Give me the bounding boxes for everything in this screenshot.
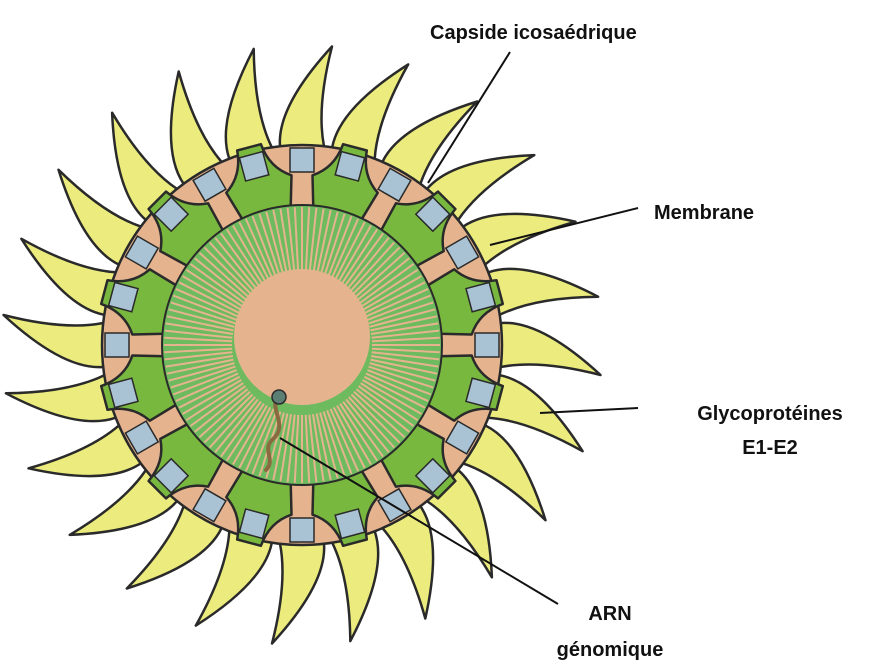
glycoprotein-spike [272, 544, 324, 644]
membrane-label: Membrane [654, 202, 754, 224]
protein-box [109, 378, 138, 407]
arn-label-line2: génomique [557, 639, 664, 661]
glycoprotein-spike [4, 315, 104, 367]
glycoprotein-spike [226, 49, 272, 159]
arn-label-line1: ARN [588, 603, 631, 625]
protein-box [109, 282, 138, 311]
capsid-core [162, 205, 442, 485]
glycoprotein-spike [280, 47, 332, 147]
protein-box [290, 148, 314, 172]
capsid-core-center [234, 269, 370, 405]
protein-box [466, 378, 495, 407]
glycoprotein-spike [332, 531, 378, 641]
protein-box [466, 282, 495, 311]
protein-box [239, 509, 268, 538]
capside-label: Capside icosaédrique [430, 22, 637, 44]
protein-box [290, 518, 314, 542]
glyco-label-line2: E1-E2 [742, 437, 798, 459]
rna-end [272, 390, 286, 404]
glyco-label-line1: Glycoprotéines [697, 403, 843, 425]
protein-box [335, 509, 364, 538]
glyco-leader-line [540, 408, 638, 413]
glycoprotein-spike [488, 269, 598, 315]
protein-box [475, 333, 499, 357]
protein-box [335, 152, 364, 181]
glycoprotein-spike [501, 323, 601, 375]
protein-box [239, 152, 268, 181]
protein-box [105, 333, 129, 357]
glycoprotein-spike [6, 375, 116, 421]
